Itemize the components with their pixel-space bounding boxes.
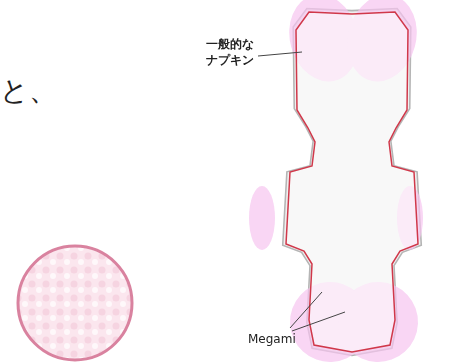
leader-line <box>258 52 302 56</box>
megami-napkin-outline <box>286 12 418 352</box>
round-pad <box>18 246 132 360</box>
sentence-fragment: と、 <box>0 72 57 110</box>
part-label: Megami <box>248 332 296 346</box>
part-label: 一般的な ナプキン <box>206 36 258 68</box>
leader-line <box>290 292 322 328</box>
highlight-zones <box>249 0 429 362</box>
leader-line <box>292 312 345 331</box>
